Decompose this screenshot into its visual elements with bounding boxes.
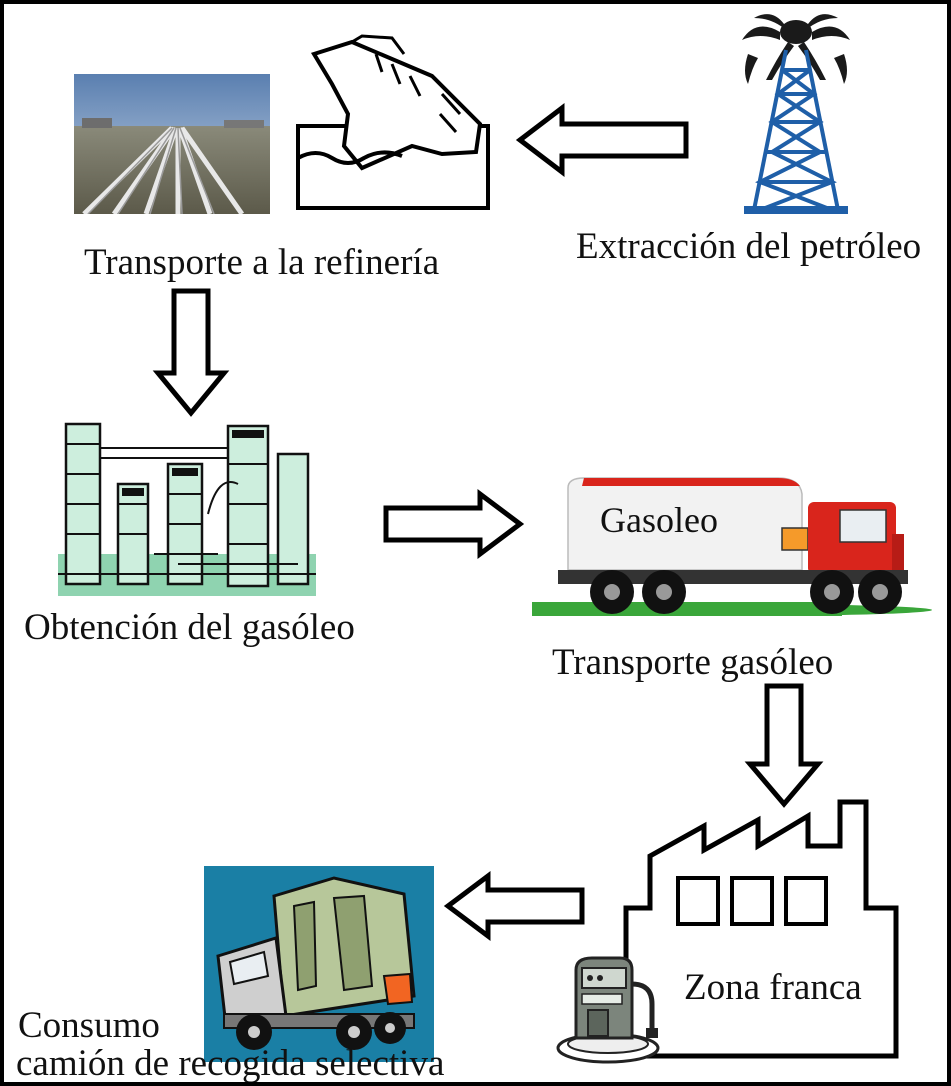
arrow-transport-to-freezone [744, 683, 824, 808]
arrow-transport-to-refining [152, 288, 230, 417]
truck-text: Gasoleo [600, 500, 718, 540]
arrow-extraction-to-transport [515, 102, 689, 178]
label-refining: Obtención del gasóleo [24, 607, 355, 648]
refinery-icon [58, 422, 316, 596]
tanker-truck-icon [532, 477, 932, 616]
label-transport-refinery: Transporte a la refinería [84, 242, 440, 283]
arrow-refining-to-transport [383, 489, 525, 559]
tanker-ship-icon [296, 34, 490, 210]
label-diesel-transport: Transporte gasóleo [552, 642, 834, 683]
label-extraction: Extracción del petróleo [576, 226, 922, 267]
label-consumption-line2: camión de recogida selectiva [16, 1043, 445, 1084]
tanker-truck-node: Gasoleo [532, 474, 932, 624]
pipeline-photo [74, 74, 270, 214]
label-free-zone: Zona franca [684, 967, 862, 1008]
oil-derrick-icon [742, 14, 850, 214]
garbage-truck-icon [204, 866, 434, 1062]
arrow-freezone-to-consumption [443, 871, 585, 941]
fuel-pump-icon [556, 956, 660, 1064]
label-consumption-line1: Consumo [18, 1005, 160, 1046]
